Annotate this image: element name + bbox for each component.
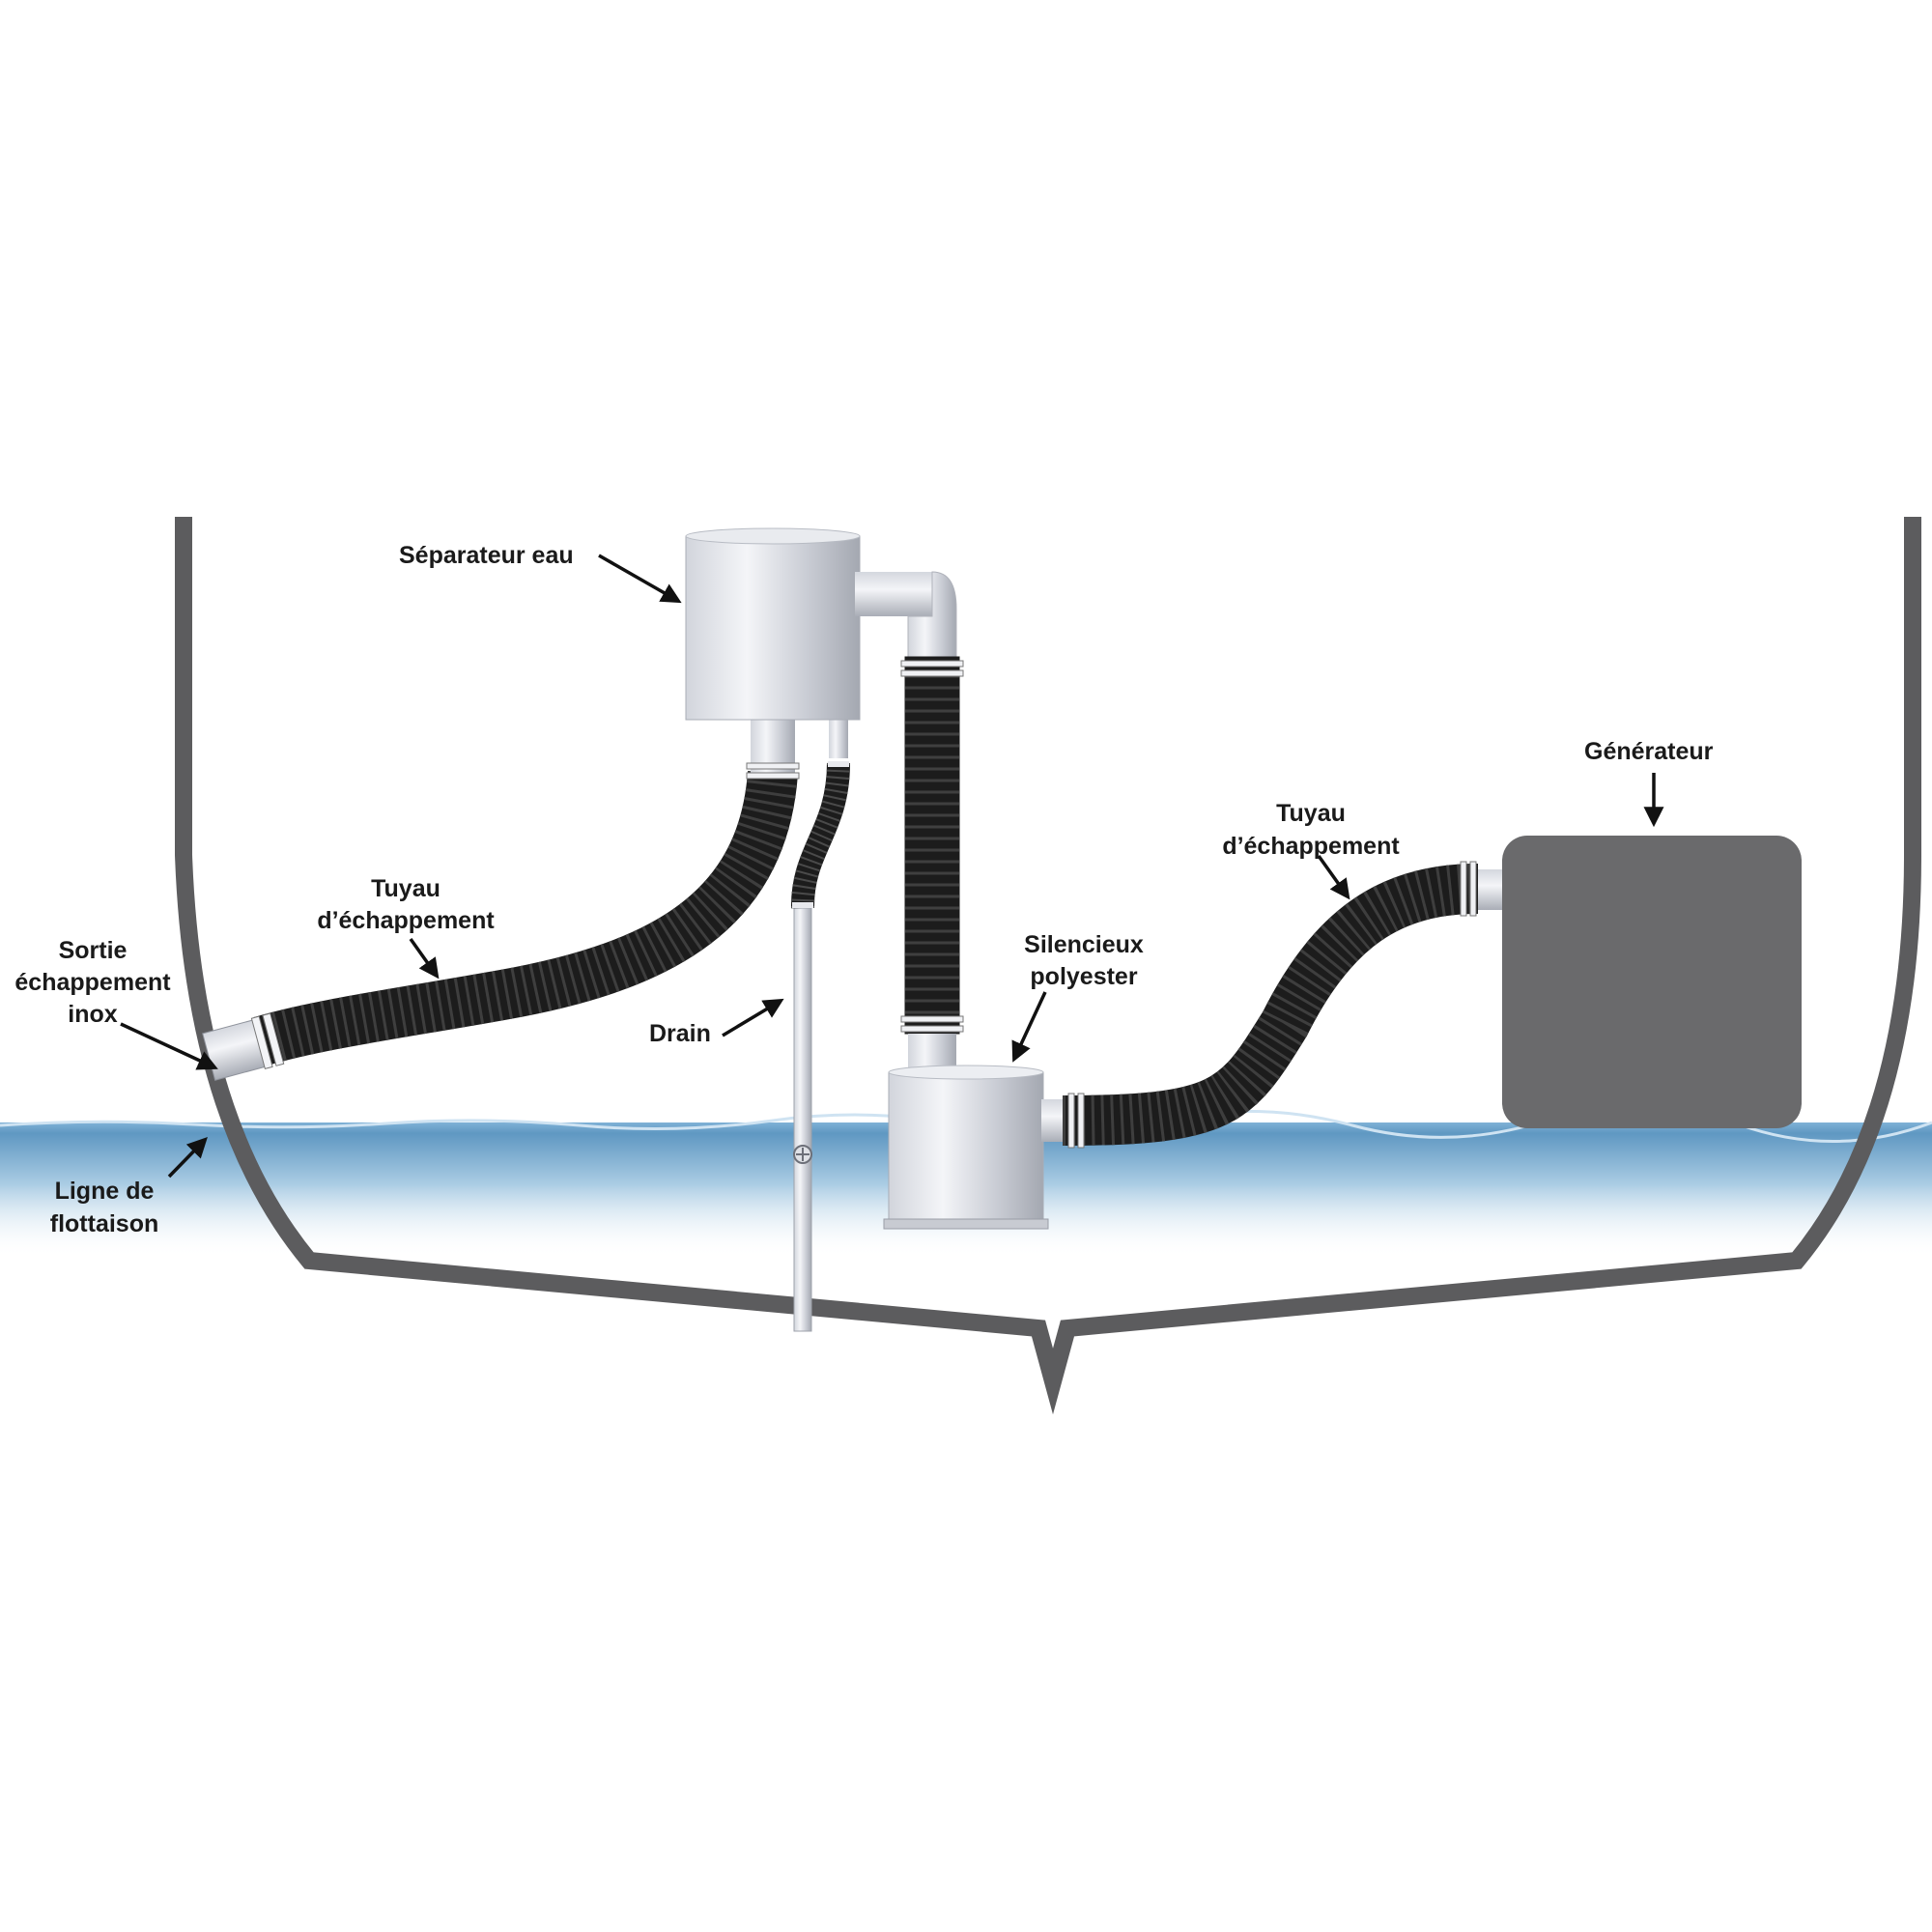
hose-clamps-separator	[746, 762, 800, 780]
label-hose-left-line2: d’échappement	[317, 907, 495, 934]
arrow-hose-right	[1317, 854, 1350, 900]
drain-pipe	[793, 907, 812, 1332]
label-waterline-line1: Ligne de	[55, 1178, 155, 1205]
label-separator: Séparateur eau	[399, 542, 574, 569]
exhaust-hose-left	[253, 770, 798, 1065]
label-muffler-line2: polyester	[1030, 963, 1137, 990]
arrow-waterline	[167, 1136, 208, 1179]
arrow-separator	[598, 554, 682, 604]
labels: Séparateur eau Générateur Tuyau d’échapp…	[14, 542, 1713, 1237]
label-muffler-line1: Silencieux	[1024, 931, 1144, 958]
label-hose-right-line2: d’échappement	[1222, 833, 1400, 860]
polyester-muffler	[883, 1065, 1049, 1230]
label-outlet-line2: échappement	[14, 969, 171, 996]
label-drain: Drain	[649, 1020, 711, 1047]
water-separator	[685, 527, 861, 721]
label-waterline-line2: flottaison	[50, 1210, 159, 1237]
label-generator: Générateur	[1584, 738, 1714, 765]
arrow-outlet	[120, 1022, 218, 1070]
elbow-pipe	[855, 571, 957, 658]
arrow-muffler	[1011, 991, 1047, 1063]
generator	[1502, 836, 1802, 1128]
boat-hull	[175, 517, 1921, 1415]
label-hose-left-line1: Tuyau	[371, 875, 440, 902]
label-outlet-line3: inox	[68, 1001, 117, 1028]
drain-hose	[790, 720, 850, 909]
arrow-hose-left	[409, 937, 440, 980]
label-hose-right-line1: Tuyau	[1276, 800, 1346, 827]
label-outlet-line1: Sortie	[59, 937, 128, 964]
stainless-exhaust-outlet	[202, 1012, 285, 1081]
exhaust-hose-vertical	[900, 656, 964, 1072]
label-arrows	[120, 554, 1664, 1179]
arrow-drain	[722, 998, 784, 1037]
exhaust-hose-right	[1041, 861, 1505, 1149]
